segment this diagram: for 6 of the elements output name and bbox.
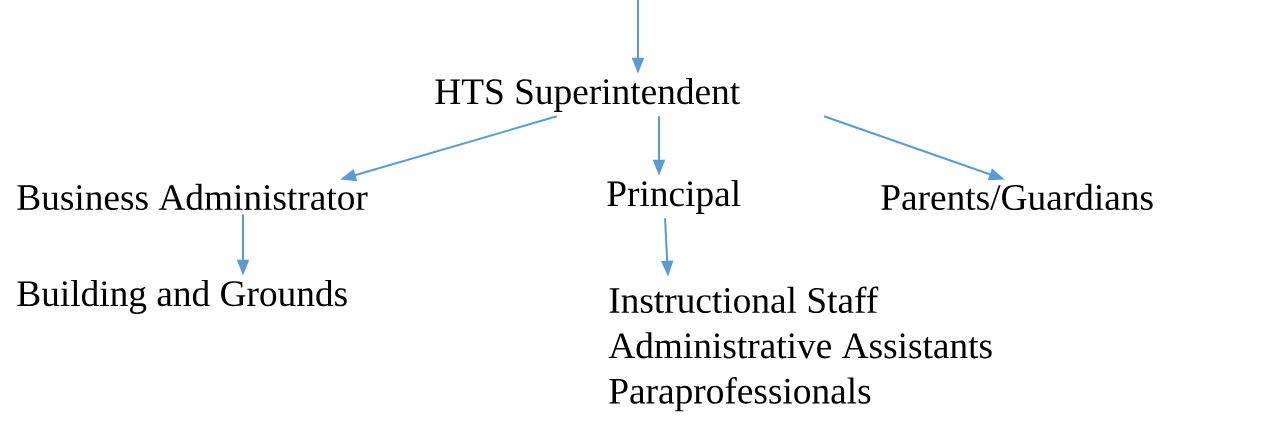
role-label: Building and Grounds [17,280,347,314]
role-label: Parents/Guardians [881,183,1153,211]
role-label: Principal [607,180,741,214]
role-label: HTS Superintendent [435,78,740,112]
staff-list: Instructional Staff Administrative Assistants Paraprofessionals [608,286,992,412]
role-label: Business Administrator [17,183,368,211]
